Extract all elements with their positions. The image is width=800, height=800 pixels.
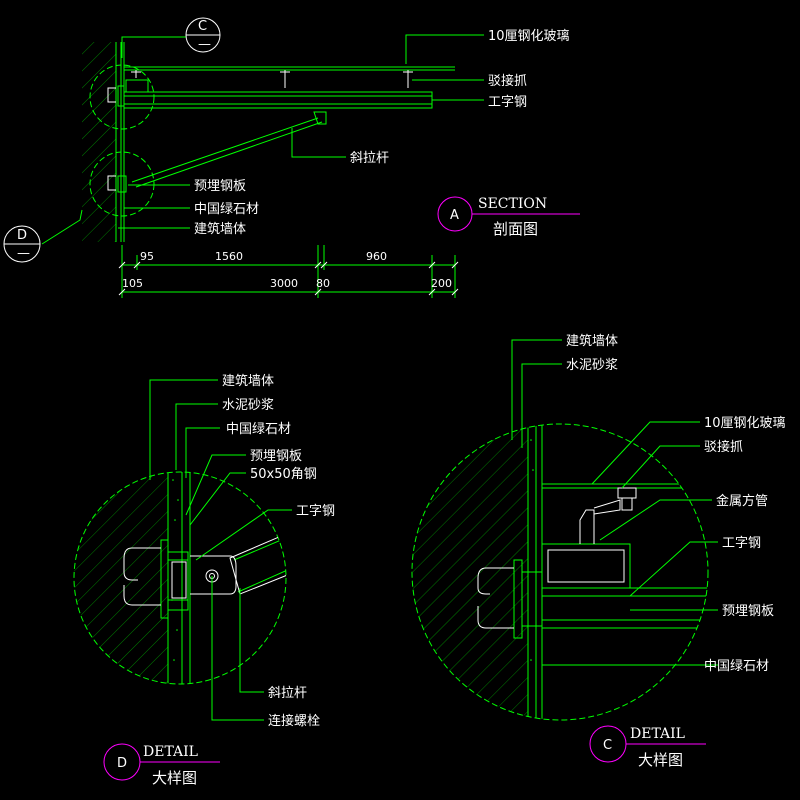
detail-d-label-beam: 工字钢 [296, 504, 335, 519]
detail-c-label-spider: 驳接抓 [704, 439, 743, 455]
section-diagonal-rod [131, 117, 319, 183]
detail-c-title-en: DETAIL [630, 726, 685, 742]
detail-d-label-bolt: 连接螺栓 [268, 713, 320, 729]
detail-d-label-mortar: 水泥砂浆 [222, 398, 274, 413]
dim-80: 80 [316, 277, 330, 290]
label-spider: 驳接抓 [488, 73, 527, 89]
marker-c-sub: — [198, 37, 211, 52]
detail-d-label-stone: 中国绿石材 [226, 422, 291, 437]
dim-200: 200 [431, 277, 452, 290]
detail-c-label-tube: 金属方管 [716, 493, 768, 509]
marker-c-reference: C — [185, 17, 221, 53]
detail-d-label-wall: 建筑墙体 [222, 373, 274, 389]
detail-c-label-wall: 建筑墙体 [566, 333, 618, 349]
detail-c-label-plate: 预埋钢板 [722, 604, 774, 619]
detail-d-marker-letter: D [117, 756, 127, 771]
detail-c-label-stone: 中国绿石材 [704, 659, 769, 674]
detail-c-label-beam: 工字钢 [722, 536, 761, 551]
label-embedded-plate: 预埋钢板 [194, 179, 246, 194]
section-a-drawing [41, 34, 484, 298]
section-title-en: SECTION [478, 196, 547, 212]
label-building-wall: 建筑墙体 [194, 221, 246, 237]
dim-105: 105 [122, 277, 143, 290]
section-marker-letter: A [450, 208, 459, 223]
label-green-stone: 中国绿石材 [194, 202, 259, 217]
detail-d-title-cn: 大样图 [152, 769, 197, 787]
detail-c-title: C DETAIL 大样图 [589, 725, 706, 769]
marker-d-reference: D — [3, 225, 41, 263]
detail-d-title-en: DETAIL [143, 744, 198, 760]
dim-95: 95 [140, 250, 154, 263]
marker-c-letter: C [198, 19, 207, 34]
dim-960: 960 [366, 250, 387, 263]
detail-c-marker-letter: C [603, 738, 612, 753]
section-wall-hatch [82, 42, 116, 242]
dim-3000: 3000 [270, 277, 298, 290]
detail-d-title: D DETAIL 大样图 [103, 743, 220, 787]
detail-c-label-glass: 10厘钢化玻璃 [704, 416, 786, 431]
marker-d-sub: — [17, 246, 30, 261]
section-a-title: A SECTION 剖面图 [437, 196, 580, 238]
section-i-beam [123, 91, 433, 109]
label-diagonal-rod: 斜拉杆 [350, 151, 389, 166]
detail-d-label-rod: 斜拉杆 [268, 686, 307, 701]
section-spider-fittings [125, 70, 413, 93]
detail-d-label-plate: 预埋钢板 [250, 449, 302, 464]
section-dimension-ticks [118, 245, 459, 298]
detail-c-title-cn: 大样图 [638, 751, 683, 769]
detail-c-label-mortar: 水泥砂浆 [566, 358, 618, 373]
marker-d-letter: D [17, 228, 27, 243]
section-title-cn: 剖面图 [493, 220, 538, 238]
detail-d-label-angle: 50x50角钢 [250, 467, 317, 482]
dim-1560: 1560 [215, 250, 243, 263]
label-glass: 10厘钢化玻璃 [488, 29, 570, 44]
label-i-beam: 工字钢 [488, 95, 527, 110]
detail-c-drawing [411, 339, 718, 721]
